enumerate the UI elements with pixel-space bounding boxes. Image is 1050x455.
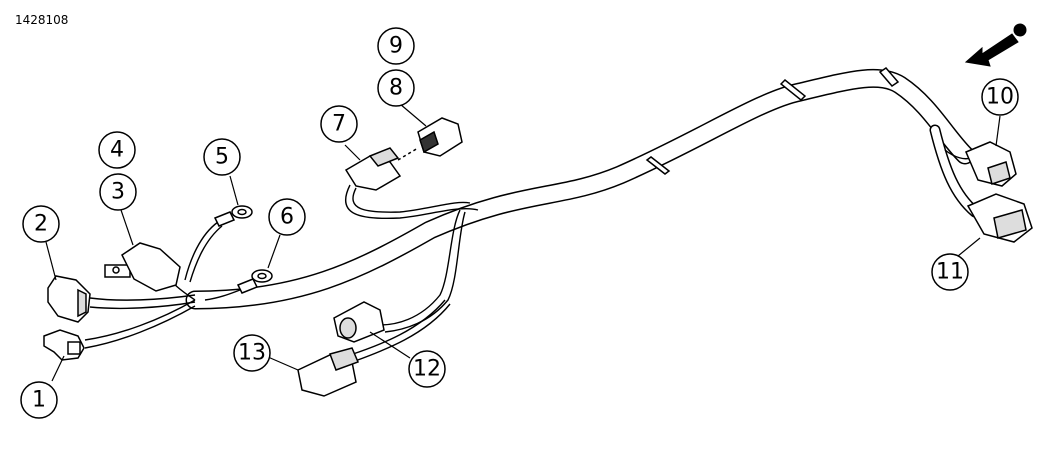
callout-8: 8 <box>377 69 415 107</box>
callout-12: 12 <box>408 350 446 388</box>
leader-lines <box>45 103 1001 382</box>
ring-terminal-5 <box>213 205 253 227</box>
callout-6: 6 <box>268 198 306 236</box>
connector-3 <box>104 242 181 292</box>
svg-text:11: 11 <box>936 260 964 285</box>
svg-text:12: 12 <box>413 357 441 382</box>
callout-1: 1 <box>20 381 58 419</box>
connector-7 <box>344 147 402 191</box>
callout-9: 9 <box>377 27 415 65</box>
callout-13: 13 <box>233 334 271 372</box>
svg-text:10: 10 <box>986 85 1014 110</box>
svg-text:4: 4 <box>110 138 124 163</box>
ring-terminal-6 <box>236 269 273 294</box>
connector-13 <box>297 347 360 397</box>
harness-clip-3 <box>878 67 900 87</box>
figure-id: 1428108 <box>15 13 69 27</box>
svg-text:5: 5 <box>215 145 229 170</box>
callout-3: 3 <box>99 173 137 211</box>
svg-text:6: 6 <box>280 205 294 230</box>
callout-11: 11 <box>931 253 969 291</box>
harness-clip-1 <box>645 156 671 175</box>
callout-10: 10 <box>981 78 1019 116</box>
svg-text:2: 2 <box>34 212 48 237</box>
connector-8 <box>397 117 463 161</box>
connector-11 <box>966 193 1033 243</box>
callout-7: 7 <box>320 105 358 143</box>
svg-text:1: 1 <box>32 388 46 413</box>
harness-clip-2 <box>779 78 807 102</box>
connector-1 <box>43 329 85 361</box>
svg-text:8: 8 <box>389 76 403 101</box>
harness-trunk <box>185 68 981 310</box>
branch-wires <box>84 149 971 362</box>
connector-10 <box>965 141 1017 187</box>
front-direction-arrow-icon <box>964 23 1027 67</box>
callout-2: 2 <box>22 205 60 243</box>
svg-text:13: 13 <box>238 341 266 366</box>
svg-text:9: 9 <box>389 34 403 59</box>
connector-2 <box>47 275 91 323</box>
connector-12 <box>333 301 385 343</box>
callout-5: 5 <box>203 138 241 176</box>
callout-4: 4 <box>98 131 136 169</box>
svg-text:3: 3 <box>111 180 125 205</box>
svg-text:7: 7 <box>332 112 346 137</box>
